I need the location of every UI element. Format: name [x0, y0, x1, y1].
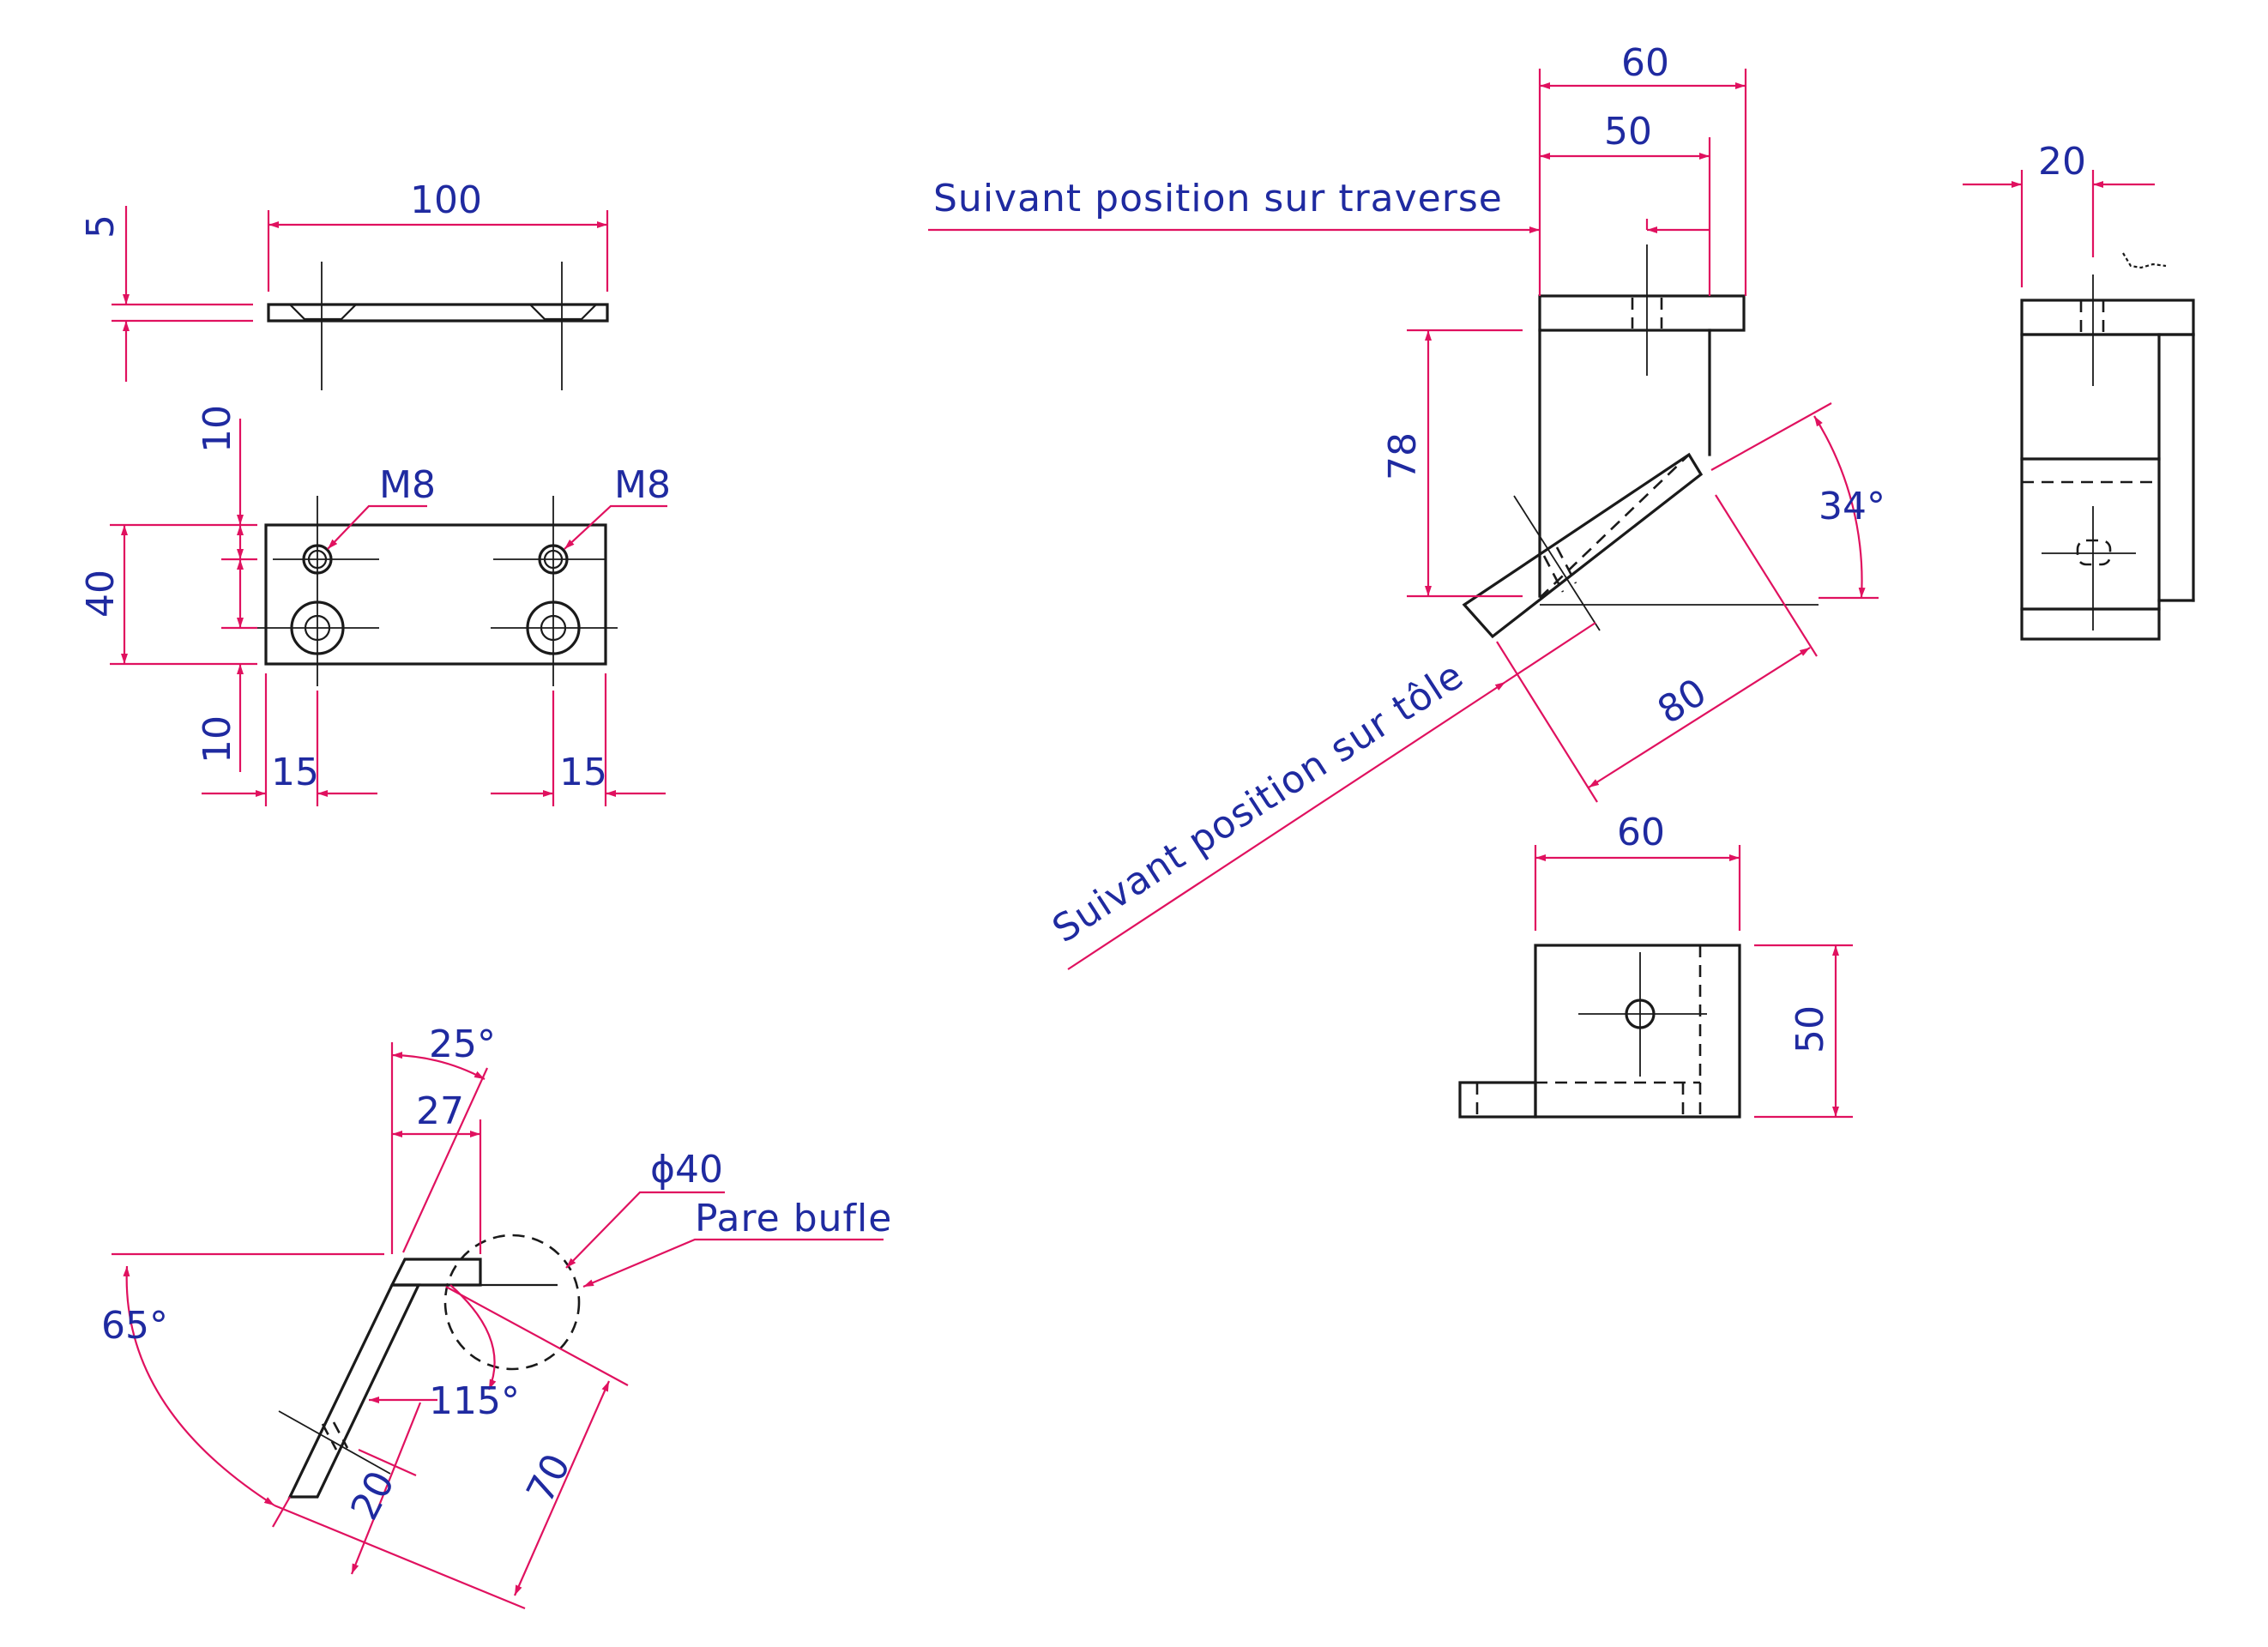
- angle-25: 25°: [429, 1023, 496, 1066]
- dim-15-right: 15: [559, 751, 607, 794]
- dim-10-top: 10: [196, 405, 239, 453]
- dim-60-top: 60: [1621, 41, 1669, 85]
- dim-27: 27: [416, 1089, 464, 1133]
- angle-34: 34°: [1819, 485, 1885, 528]
- dim-20-side: 20: [2038, 140, 2086, 184]
- dim-10-bottom: 10: [196, 715, 239, 763]
- angle-115: 115°: [429, 1379, 520, 1423]
- bracket-side-view: 20: [1963, 140, 2195, 641]
- dim-5: 5: [79, 214, 123, 238]
- bracket-top-view: 60 50: [1458, 811, 1853, 1119]
- dim-70: 70: [518, 1447, 579, 1510]
- dim-15-left: 15: [271, 751, 319, 794]
- dim-60-bottom: 60: [1617, 811, 1665, 854]
- dim-100: 100: [410, 178, 482, 222]
- assembly-detail: 25° 27 65° ϕ40 Pare bufle 115° 70 20: [101, 1023, 892, 1610]
- dim-78: 78: [1381, 432, 1425, 480]
- label-m8-left: M8: [379, 463, 436, 507]
- dim-80: 80: [1650, 670, 1715, 733]
- angle-65: 65°: [101, 1304, 168, 1348]
- note-tole: Suivant position sur tôle: [1045, 654, 1471, 952]
- dim-50-side: 50: [1788, 1005, 1832, 1053]
- note-pare-bufle: Pare bufle: [695, 1197, 892, 1240]
- dim-50-top: 50: [1604, 110, 1652, 154]
- plate-top-view: M8 M8 10 40 10 15 15: [79, 405, 671, 806]
- label-m8-right: M8: [614, 463, 671, 507]
- note-traverse: Suivant position sur traverse: [933, 177, 1503, 220]
- plate-side-view: 100 5: [79, 178, 609, 390]
- dim-40: 40: [79, 570, 123, 618]
- bracket-front-view: 60 50 Suivant position sur traverse 78 3…: [928, 41, 1885, 970]
- dim-20-detail: 20: [342, 1464, 403, 1527]
- dim-phi40: ϕ40: [650, 1148, 723, 1192]
